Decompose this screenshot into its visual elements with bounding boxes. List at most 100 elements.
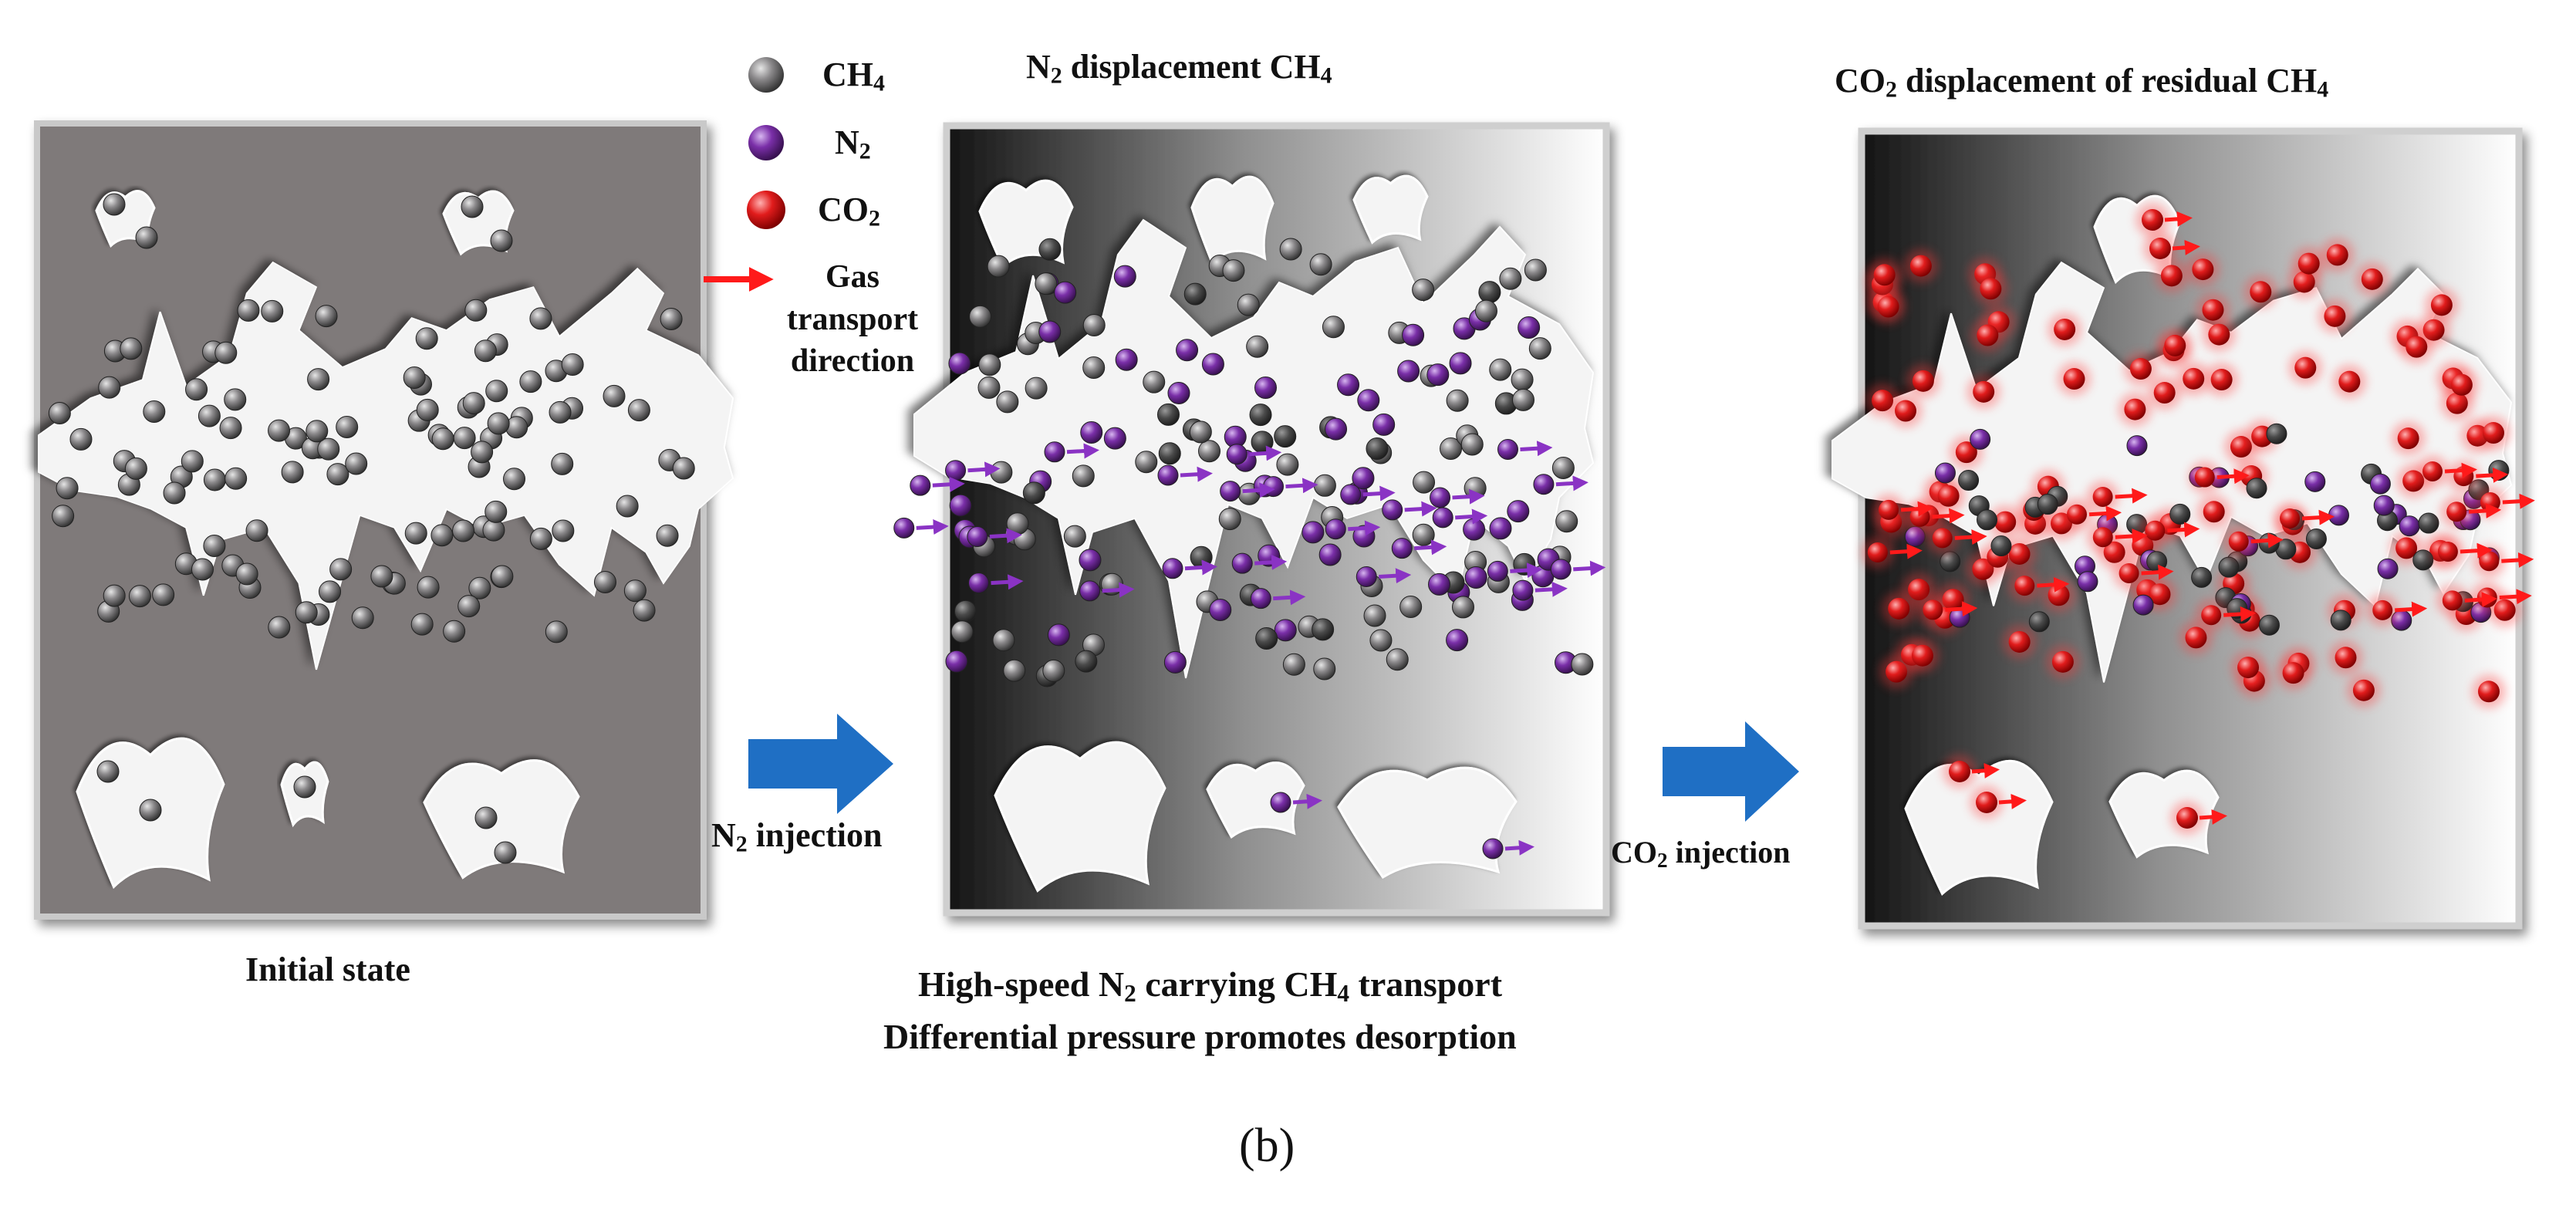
ch4-molecule [295,601,318,624]
n2-flow-arrow [916,519,949,535]
n2-molecule [1497,438,1518,460]
ch4-molecule [1158,442,1181,465]
co2-molecule [2437,542,2458,562]
co2-molecule [2361,268,2383,290]
ch4-molecule [336,415,359,438]
n2-molecule [1430,487,1451,508]
n2-flow-arrow [1184,559,1217,576]
n2-molecule [1391,538,1413,559]
ch4-molecule [519,370,542,393]
co2-molecule [2326,244,2348,266]
ch4-molecule [2258,614,2280,636]
ch4-molecule [2028,611,2050,633]
n2-molecule [949,494,972,517]
n2-injection-arrow [748,714,893,814]
co2-molecule [2067,504,2088,525]
co2-molecule [2092,527,2113,548]
co2-flow-arrow [1954,529,1987,545]
ch4-molecule [1022,481,1045,505]
ch4-molecule [415,327,438,350]
n2-molecule [1325,417,1348,441]
pore-lower-co2-2 [2108,769,2220,859]
n2-molecule [1356,566,1377,587]
ch4-molecule [1198,440,1221,463]
n2-flow-arrow [1520,441,1553,457]
ch4-molecule [135,226,158,249]
n2-molecule [2373,495,2395,516]
ch4-molecule [561,353,584,377]
co2-flow-arrow [2444,462,2478,478]
co2-molecule [2119,562,2139,583]
ch4-molecule [990,461,1013,484]
ch4-molecule [1274,425,1297,448]
n2-molecule [1533,474,1555,495]
ch4-molecule [1312,618,1335,641]
n2-molecule [1970,428,1991,450]
n2-molecule [1254,377,1277,400]
ch4-molecule [1478,281,1501,304]
n2-flow-arrow [1555,475,1588,491]
ch4-molecule [996,390,1019,414]
co2-molecule [2051,650,2074,673]
ch4-molecule [616,495,639,518]
ch4-molecule [1282,653,1305,676]
n2-molecule [2328,505,2349,526]
ch4-molecule [468,576,491,599]
co2-molecule [1879,499,1899,520]
co2-molecule [2442,590,2463,611]
n2-molecule [1325,518,1346,540]
ch4-molecule [225,467,248,490]
ch4-molecule [2169,503,2191,525]
ch4-molecule [1555,510,1578,533]
ch4-molecule [474,806,498,829]
ch4-molecule [410,613,434,636]
co2-flow-arrow [2464,592,2497,608]
n2-flow-arrow [1414,539,1447,556]
co2-flow-arrow [1900,501,1934,517]
n2-flow-arrow [1273,589,1306,606]
co2-flow-arrow [2172,239,2200,255]
ch4-molecule [103,193,126,216]
co2-flow-arrow [2250,532,2284,549]
n2-molecule [1463,518,1486,541]
co2-flow-arrow [2088,505,2122,522]
co2-flow-arrow [2115,488,2148,504]
ch4-molecule [1189,420,1212,444]
ch4-molecule [1528,337,1551,360]
ch4-molecule [490,229,513,252]
ch4-molecule [431,427,454,451]
ch4-molecule [1249,404,1272,427]
n2-molecule [1357,389,1380,412]
ch4-molecule [1006,512,1029,535]
ch4-molecule [1313,474,1336,497]
co2-molecule [1976,792,1997,813]
ch4-molecule [1082,314,1106,337]
co2-molecule [2477,680,2500,703]
panel-co2-title: CO2 displacement of residual CH4 [1835,62,2329,103]
ch4-molecule [1940,551,1961,572]
co2-molecule [1909,255,1932,277]
n2-flow-arrow [991,574,1024,590]
co2-molecule [1949,761,1970,782]
n2-molecule [1352,467,1375,490]
n2-flow-arrow [1249,445,1282,461]
co2-molecule [2063,368,2085,390]
n2-molecule [1231,552,1253,574]
n2-molecule [1397,360,1420,383]
ch4-molecule [461,195,484,218]
co2-molecule [1932,528,1953,549]
ch4-molecule [181,450,204,473]
ch4-molecule [2266,423,2287,444]
n2-flow-arrow [1285,478,1318,494]
n2-molecule [1157,464,1179,486]
ch4-molecule [52,505,75,528]
co2-molecule [2335,647,2357,669]
ch4-molecule [1511,388,1534,411]
ch4-molecule [152,583,175,606]
ch4-molecule [452,519,475,542]
ch4-molecule [1958,470,1980,491]
ch4-molecule [120,337,143,360]
pore-lower-n2-2 [1206,762,1305,839]
co2-molecule [1895,400,1917,422]
